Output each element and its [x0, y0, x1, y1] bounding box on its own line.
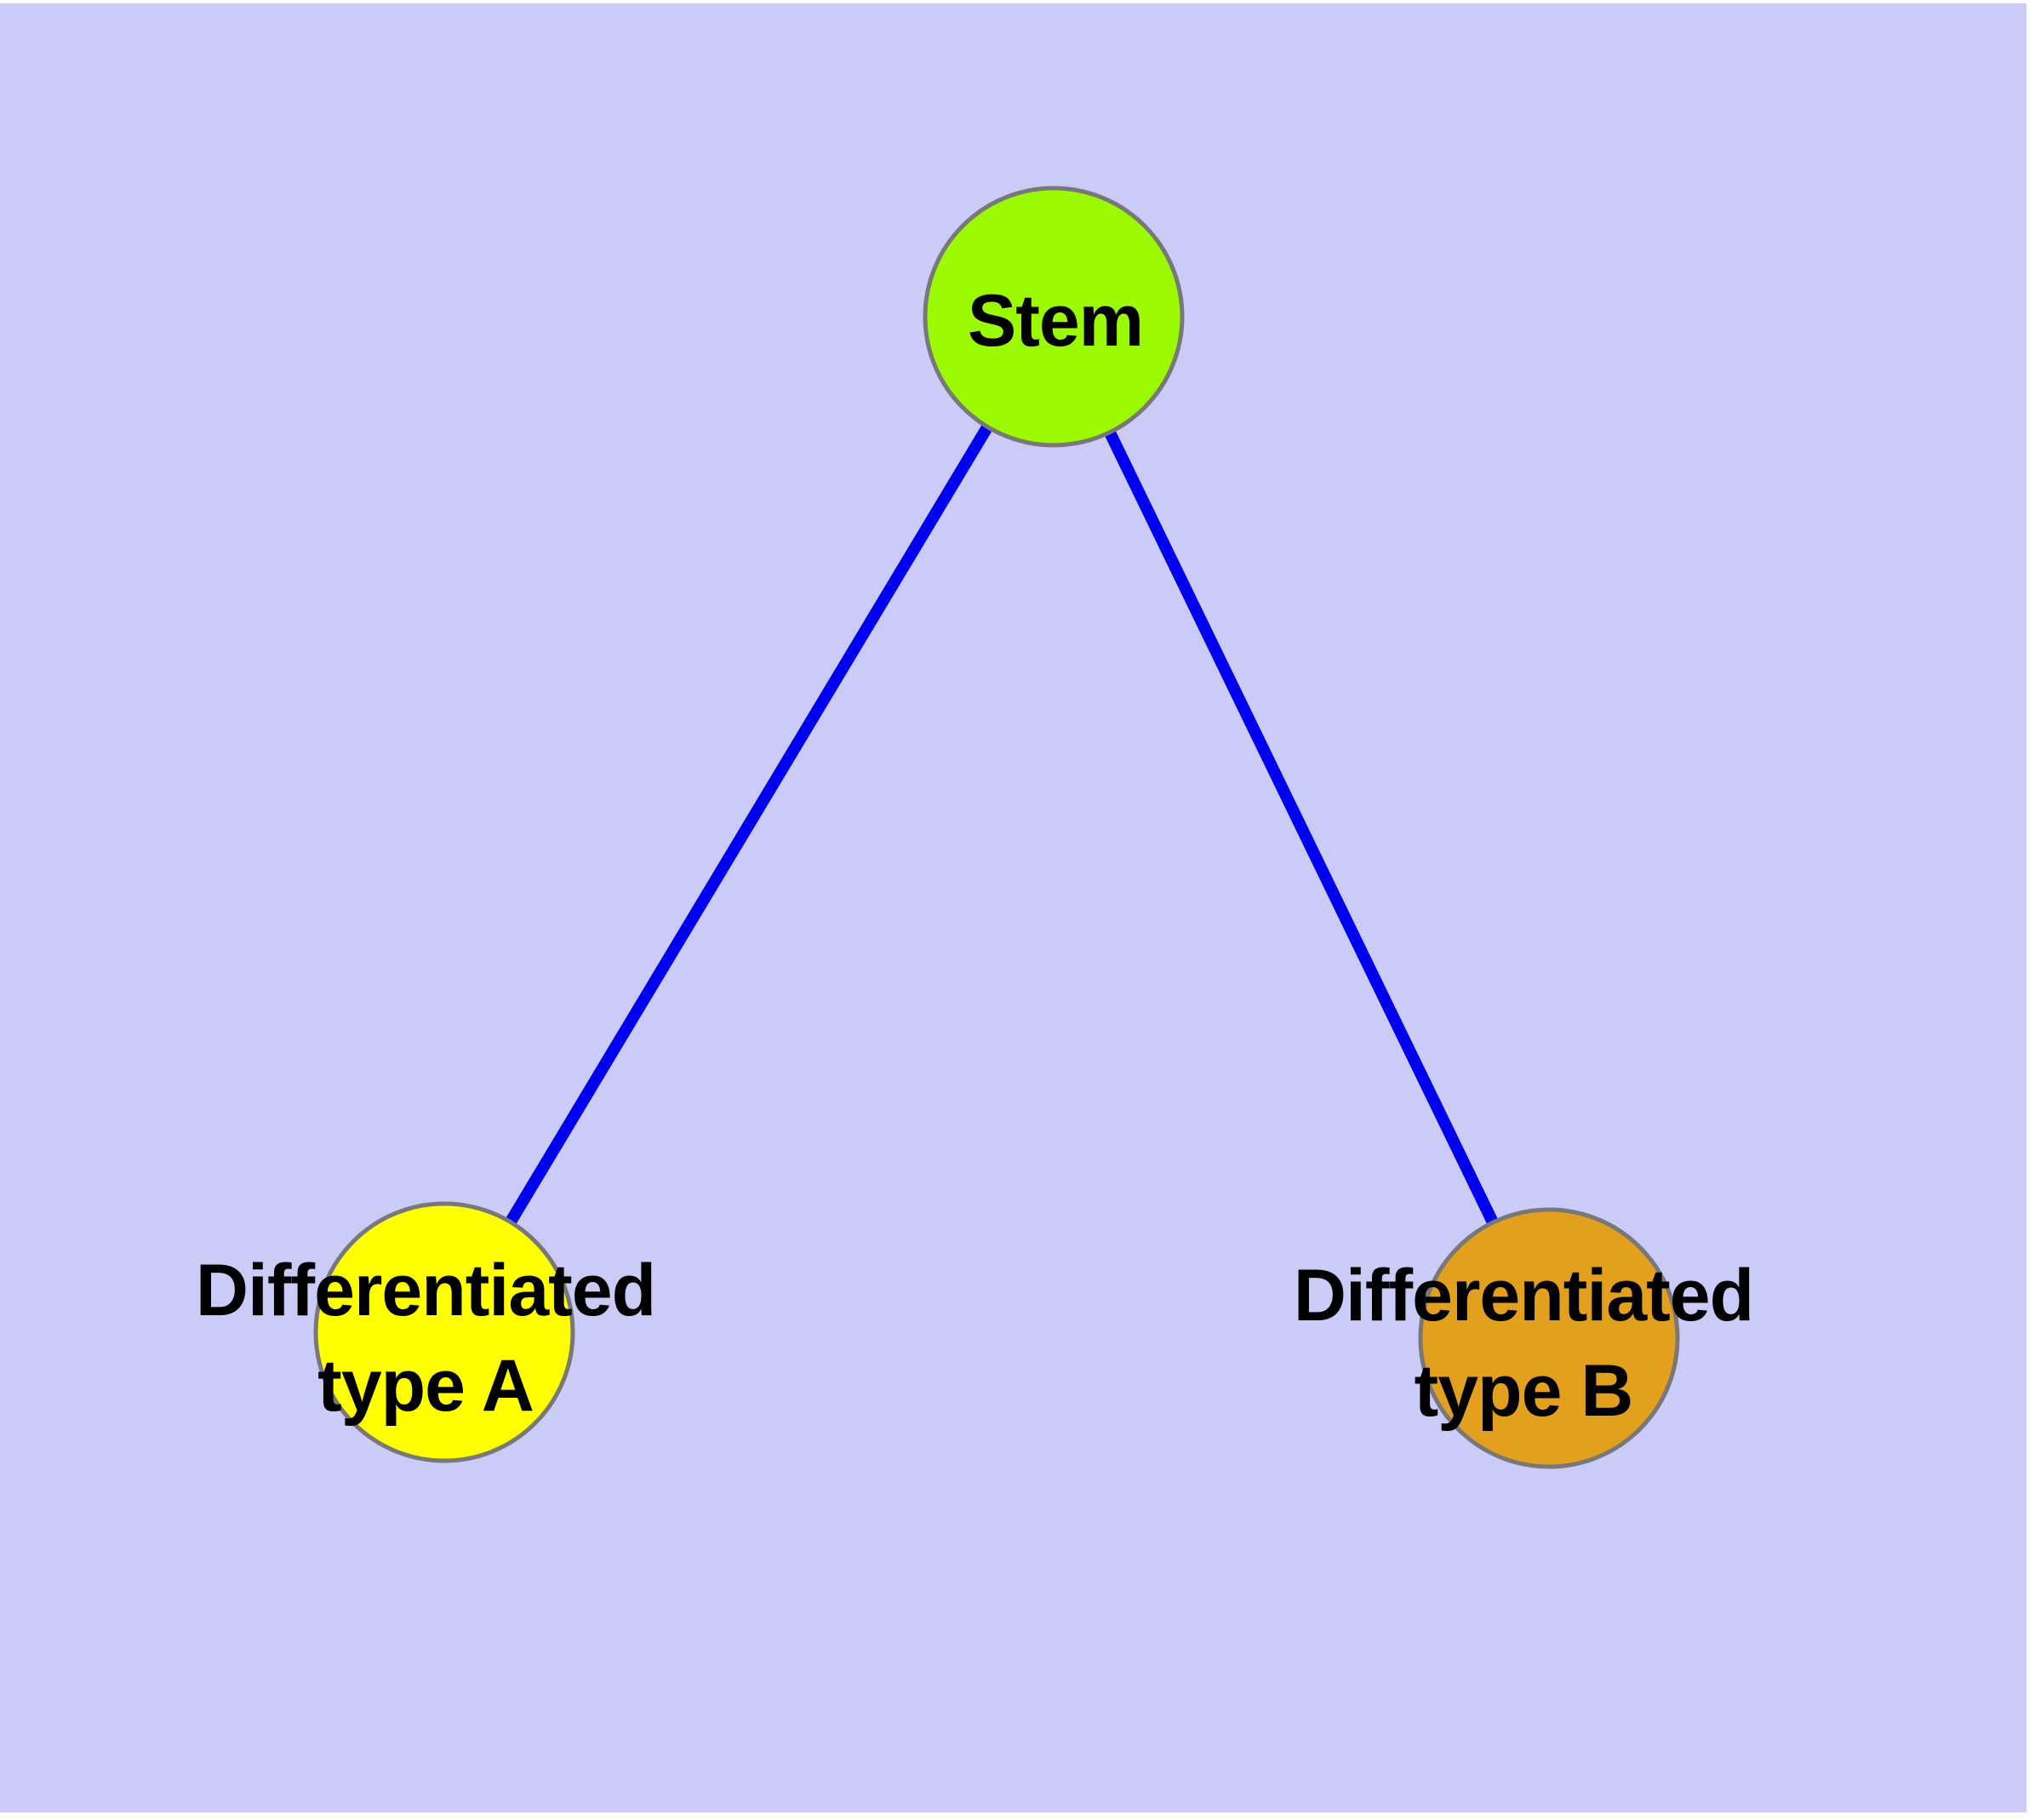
node-stem-label: Stem	[967, 280, 1144, 362]
node-differentiated-type-b-label-line2: type B	[1414, 1350, 1634, 1432]
node-differentiated-type-b-circle	[1418, 1207, 1680, 1469]
node-differentiated-type-a-label: Differentiated type A	[195, 1243, 656, 1434]
node-stem-circle	[923, 186, 1185, 448]
node-differentiated-type-b-label-line1: Differentiated	[1293, 1255, 1754, 1336]
node-differentiated-type-b-label: Differentiated type B	[1293, 1248, 1754, 1439]
edge-stem-to-type-b	[1048, 313, 1555, 1342]
node-differentiated-type-a-label-line2: type A	[317, 1345, 534, 1427]
edge-stem-to-type-a	[438, 313, 1060, 1336]
node-differentiated-type-a-label-line1: Differentiated	[195, 1250, 656, 1331]
node-differentiated-type-a-circle	[313, 1201, 575, 1463]
